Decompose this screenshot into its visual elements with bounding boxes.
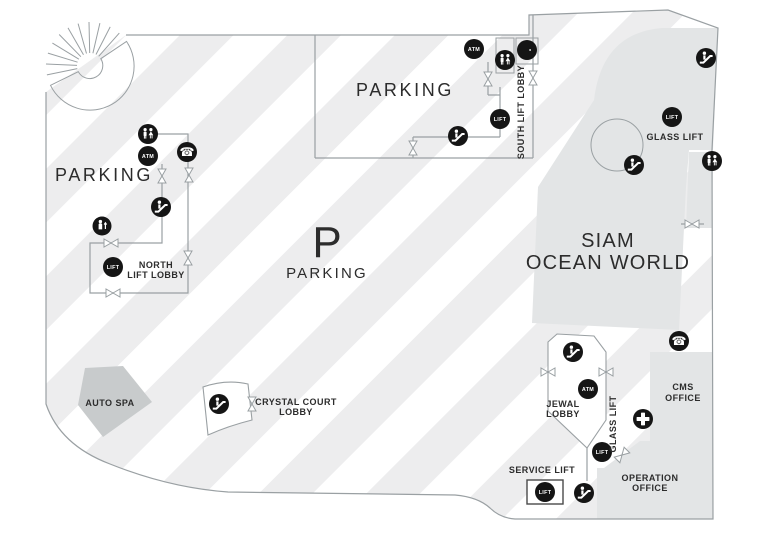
- label-auto-spa: AUTO SPA: [85, 398, 134, 408]
- atm-badge: ATM: [142, 154, 154, 160]
- label-north-lift-lobby: LIFT LOBBY: [127, 270, 185, 280]
- lift-badge: LIFT: [494, 117, 507, 123]
- label-glass-lift-top: GLASS LIFT: [647, 132, 704, 142]
- label-parking-center: PARKING: [286, 265, 368, 282]
- glass-lift-shaft: [590, 118, 644, 172]
- label-parking-top: PARKING: [356, 80, 454, 100]
- lift-badge: LIFT: [539, 490, 552, 496]
- escalator-icon: [149, 195, 173, 219]
- label-operation-office: OPERATION: [622, 473, 679, 483]
- jewal-lobby-room: [547, 333, 607, 449]
- escalator-icon: [446, 124, 470, 148]
- escalator-icon: [207, 392, 231, 416]
- right-strip-block: [686, 152, 713, 228]
- label-north-lift-lobby: NORTH: [139, 260, 173, 270]
- escalator-icon: [572, 481, 596, 505]
- siam-ocean-world-block: [532, 187, 686, 330]
- first-aid-icon: [633, 409, 653, 429]
- lift-badge: LIFT: [666, 115, 679, 121]
- atm-icon: ATM: [578, 379, 598, 399]
- lift-icon: LIFT: [592, 442, 612, 462]
- escalator-icon: [622, 153, 646, 177]
- auto-spa-block: [78, 366, 152, 437]
- escalator-icon: [561, 340, 585, 364]
- phone-icon: ☎: [669, 331, 689, 351]
- restroom-icon: [495, 50, 515, 70]
- label-crystal-court-lobby: CRYSTAL COURT: [255, 397, 337, 407]
- label-siam-ocean-world: OCEAN WORLD: [526, 252, 690, 274]
- label-operation-office: OFFICE: [632, 483, 668, 493]
- label-parking-left: PARKING: [55, 165, 153, 185]
- upper-terrace-block: [538, 28, 718, 187]
- atm-badge: ATM: [582, 387, 594, 393]
- escalator-icon: [694, 46, 718, 70]
- label-cms-office: OFFICE: [665, 393, 701, 403]
- phone-glyph: ☎: [180, 145, 195, 159]
- atm-icon: ATM: [464, 39, 484, 59]
- label-siam-ocean-world: SIAM: [581, 230, 635, 252]
- label-jewal-lobby: LOBBY: [546, 409, 580, 419]
- spiral-staircase: [45, 21, 135, 111]
- north-lobby-walls: [89, 133, 189, 294]
- lift-badge: LIFT: [107, 265, 120, 271]
- prayer-room-icon: [517, 40, 537, 60]
- label-glass-lift-bottom: GLASS LIFT: [608, 395, 618, 452]
- label-crystal-court-lobby: LOBBY: [279, 407, 313, 417]
- label-service-lift: SERVICE LIFT: [509, 465, 575, 475]
- lift-icon: LIFT: [490, 109, 510, 129]
- lift-icon: LIFT: [535, 482, 555, 502]
- lift-icon: LIFT: [662, 107, 682, 127]
- label-south-lift-lobby: SOUTH LIFT LOBBY: [516, 65, 526, 159]
- atm-icon: ATM: [138, 146, 158, 166]
- cms-operation-office-block: [597, 352, 713, 519]
- restroom-icon: [702, 151, 722, 171]
- atm-badge: ATM: [468, 47, 480, 53]
- label-cms-office: CMS: [672, 382, 693, 392]
- lift-icon: LIFT: [103, 257, 123, 277]
- south-lift-shaft: [495, 37, 515, 74]
- restroom-icon: [138, 124, 158, 144]
- map-boundary: [45, 9, 719, 520]
- valet-icon: [91, 215, 113, 237]
- prayer-room-box: [515, 37, 539, 65]
- label-parking-p: P: [312, 218, 341, 267]
- phone-glyph: ☎: [672, 334, 687, 348]
- label-jewal-lobby: JEWAL: [546, 399, 579, 409]
- phone-icon: ☎: [177, 142, 197, 162]
- lift-badge: LIFT: [596, 450, 609, 456]
